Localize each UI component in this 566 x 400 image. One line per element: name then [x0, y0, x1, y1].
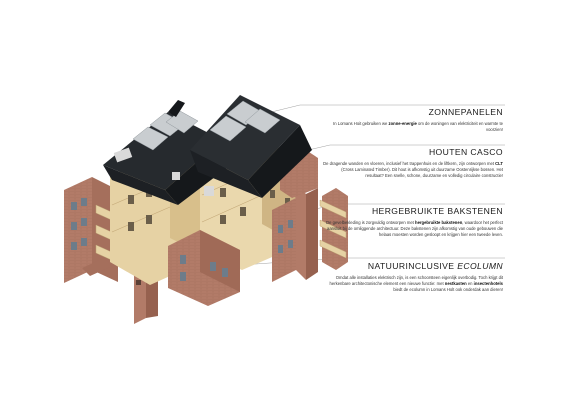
annotation-body: Omdat alle installaties elektrisch zijn,… [329, 275, 503, 293]
annotation-title: NATUURINCLUSIVE ECOLUMN [367, 261, 503, 271]
brick-facade-middle [168, 230, 240, 306]
annotation-body: In Lomans Hoit gebruiken we zonne-energi… [333, 121, 503, 133]
annotation-zonnepanelen: ZONNEPANELEN In Lomans Hoit gebruiken we… [323, 107, 503, 133]
annotation-title: HOUTEN CASCO [428, 147, 503, 157]
solar-panels [132, 100, 281, 151]
annotation-title: ZONNEPANELEN [428, 107, 503, 117]
brick-facade-right [272, 150, 348, 282]
annotation-hergebruikte-bakstenen: HERGEBRUIKTE BAKSTENEN De gevelbekleding… [323, 206, 503, 238]
annotation-natuurinclusive-ecolumn: NATUURINCLUSIVE ECOLUMN Omdat alle insta… [323, 261, 503, 293]
brick-facade-left [64, 177, 118, 283]
annotation-body: De gevelbekleding is zorgvuldig ontworpe… [326, 220, 503, 238]
annotation-body: De dragende wanden en vloeren, inclusief… [323, 161, 503, 179]
annotation-title: HERGEBRUIKTE BAKSTENEN [371, 206, 503, 216]
annotation-houten-casco: HOUTEN CASCO De dragende wanden en vloer… [323, 147, 503, 179]
roof-ridge-detail [168, 100, 185, 117]
